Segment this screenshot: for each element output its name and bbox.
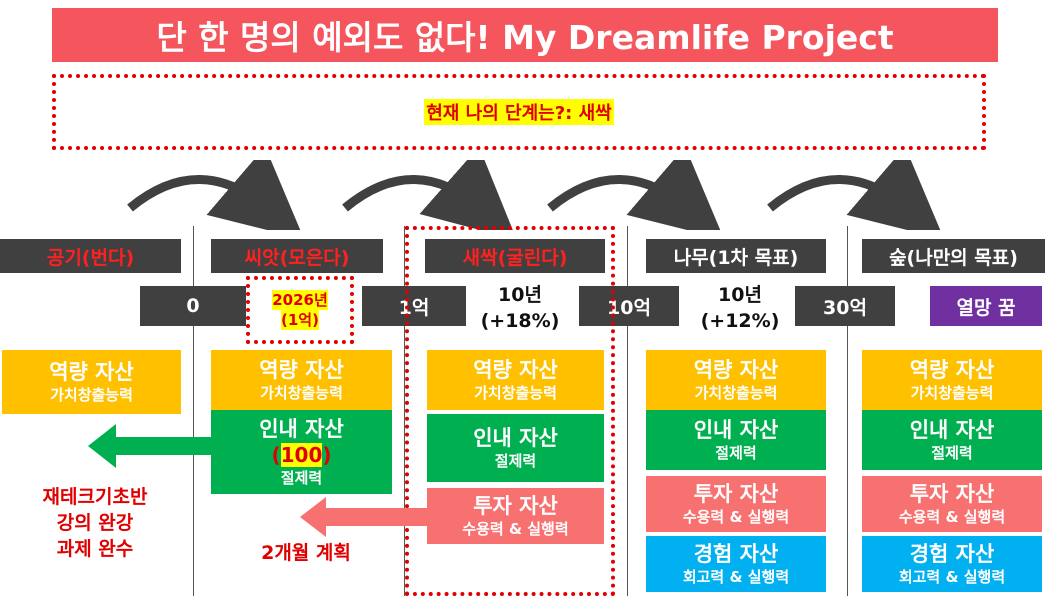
value-close: ): [322, 443, 332, 467]
plan-text: 2개월 계획: [261, 542, 351, 564]
phase-tree: 나무(1차 목표): [646, 239, 826, 273]
asset-sub: 수용력 & 실행력: [898, 508, 1006, 526]
period-sprout: 10년 (+18%): [470, 282, 570, 334]
phase-forest-label: 숲(나만의 목표): [889, 246, 1018, 269]
asset-sub: 회고력 & 실행력: [898, 568, 1006, 586]
phase-tree-label: 나무(1차 목표): [673, 246, 799, 269]
asset-sub: 절제력: [280, 469, 323, 487]
milestone-2: 10억: [579, 286, 679, 326]
asset-title: 인내 자산: [909, 418, 995, 442]
asset-title: 경험 자산: [909, 542, 995, 566]
milestone-3: 30억: [795, 286, 895, 326]
phase-sprout-label: 새싹(굴린다): [462, 246, 568, 269]
milestone-0: 0: [140, 286, 246, 326]
asset-sub: 절제력: [931, 444, 973, 462]
patience-asset-forest: 인내 자산 절제력: [862, 410, 1042, 470]
patience-asset-seed: 인내 자산 (100) 절제력: [211, 410, 392, 494]
green-back-arrow: [88, 424, 213, 468]
competence-asset-tree: 역량 자산 가치창출능력: [646, 350, 826, 410]
value-open: (: [271, 443, 281, 467]
page-title: 단 한 명의 예외도 없다! My Dreamlife Project: [156, 18, 894, 57]
investment-asset-tree: 투자 자산 수용력 & 실행력: [646, 476, 826, 532]
divider-line-3: [627, 226, 628, 596]
period-tree-rate: (+12%): [700, 310, 780, 332]
milestone-dream-label: 열망 꿈: [956, 296, 1016, 319]
period-tree-years: 10년: [718, 284, 762, 306]
asset-sub: 회고력 & 실행력: [682, 568, 790, 586]
phase-air: 공기(번다): [0, 239, 181, 273]
asset-title: 경험 자산: [693, 542, 779, 566]
asset-title: 역량 자산: [49, 360, 134, 384]
investment-asset-forest: 투자 자산 수용력 & 실행력: [862, 476, 1042, 532]
asset-title: 투자 자산: [473, 494, 558, 518]
competence-asset-seed: 역량 자산 가치창출능력: [211, 350, 392, 410]
divider-line-4: [847, 226, 848, 596]
phase-sprout: 새싹(굴린다): [425, 239, 605, 273]
curved-arrow-4: [767, 160, 945, 230]
phase-air-label: 공기(번다): [46, 246, 135, 269]
asset-title: 인내 자산: [473, 426, 558, 450]
current-stage-box: 현재 나의 단계는?: 새싹: [52, 74, 986, 150]
competence-asset-forest: 역량 자산 가치창출능력: [862, 350, 1042, 410]
asset-title: 인내 자산: [259, 417, 344, 441]
asset-sub: 가치창출능력: [50, 386, 133, 404]
asset-title: 역량 자산: [473, 358, 558, 382]
asset-sub: 수용력 & 실행력: [462, 520, 569, 538]
curved-arrow-2: [342, 160, 517, 230]
stage-arrows: [127, 160, 945, 230]
patience-asset-sprout: 인내 자산 절제력: [427, 414, 604, 482]
pink-back-arrow: [300, 497, 430, 537]
asset-sub: 가치창출능력: [694, 384, 778, 402]
course-completion-note: 재테크기초반 강의 완강 과제 완수: [10, 484, 180, 562]
milestone-2-label: 10억: [607, 296, 651, 319]
asset-title: 역량 자산: [909, 358, 995, 382]
asset-title: 역량 자산: [693, 358, 779, 382]
period-tree: 10년 (+12%): [690, 282, 790, 334]
target-year-text: 2026년: [272, 290, 328, 310]
asset-sub: 절제력: [715, 444, 757, 462]
milestone-3-label: 30억: [823, 296, 867, 319]
note-line-1: 재테크기초반: [42, 486, 148, 508]
asset-sub: 수용력 & 실행력: [682, 508, 790, 526]
experience-asset-tree: 경험 자산 회고력 & 실행력: [646, 536, 826, 592]
divider-line-1: [193, 226, 194, 596]
asset-title: 투자 자산: [693, 482, 779, 506]
asset-title: 투자 자산: [909, 482, 995, 506]
investment-asset-sprout: 투자 자산 수용력 & 실행력: [427, 488, 604, 544]
target-amount-text: (1억): [281, 310, 319, 330]
phase-forest: 숲(나만의 목표): [862, 239, 1045, 273]
competence-asset-air: 역량 자산 가치창출능력: [2, 350, 181, 414]
patience-asset-tree: 인내 자산 절제력: [646, 410, 826, 470]
target-year-box: 2026년 (1억): [246, 276, 354, 344]
asset-sub: 가치창출능력: [260, 384, 343, 402]
period-sprout-years: 10년: [498, 284, 542, 306]
curved-arrow-3: [547, 160, 725, 230]
value-number: 100: [280, 443, 323, 467]
phase-seed-label: 씨앗(모은다): [244, 246, 350, 269]
milestone-dream: 열망 꿈: [930, 286, 1042, 326]
competence-asset-sprout: 역량 자산 가치창출능력: [427, 350, 604, 410]
divider-line-2: [404, 226, 405, 596]
patience-value: (100): [271, 442, 332, 468]
asset-title: 인내 자산: [693, 418, 779, 442]
current-stage-text: 현재 나의 단계는?: 새싹: [424, 99, 614, 125]
phase-seed: 씨앗(모은다): [211, 239, 383, 273]
note-line-3: 과제 완수: [56, 538, 134, 560]
asset-sub: 가치창출능력: [474, 384, 557, 402]
title-banner: 단 한 명의 예외도 없다! My Dreamlife Project: [52, 8, 998, 62]
two-month-plan-note: 2개월 계획: [236, 540, 376, 566]
current-stage-highlight: [405, 226, 615, 596]
note-line-2: 강의 완강: [56, 512, 134, 534]
milestone-0-label: 0: [186, 295, 200, 317]
experience-asset-forest: 경험 자산 회고력 & 실행력: [862, 536, 1042, 592]
period-sprout-rate: (+18%): [480, 310, 560, 332]
curved-arrow-1: [127, 160, 305, 230]
asset-title: 역량 자산: [259, 358, 344, 382]
asset-sub: 절제력: [494, 452, 537, 470]
asset-sub: 가치창출능력: [910, 384, 994, 402]
